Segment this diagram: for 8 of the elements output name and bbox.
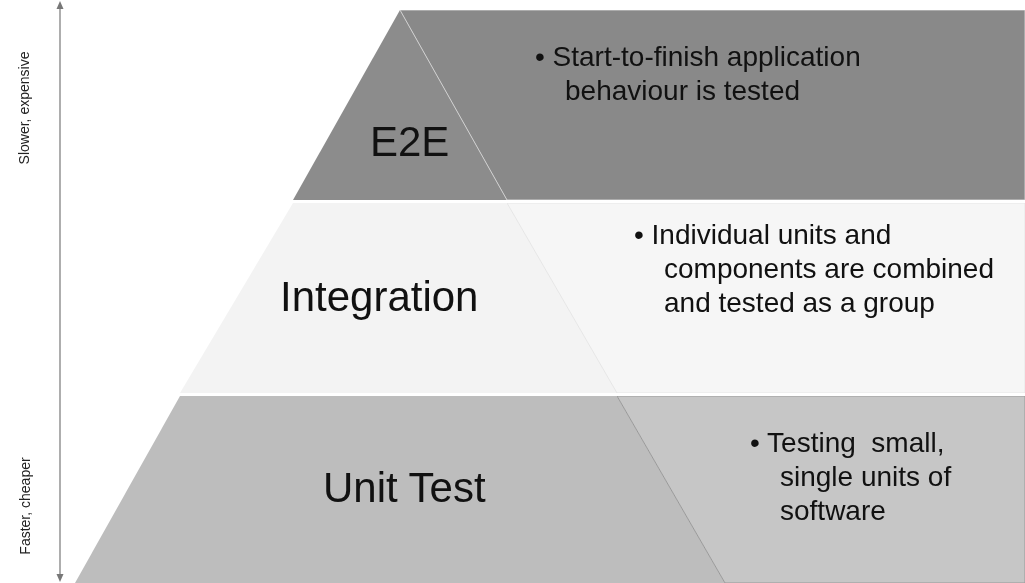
bullet-text: • Testing small, single units of software: [750, 426, 953, 528]
axis-label: Slower, expensive: [16, 51, 33, 165]
bullet-text: • Start-to-finish application behaviour is tested: [535, 40, 862, 108]
bullet-text: • Individual units and components are combined and tested as a group: [634, 218, 994, 320]
tier-label: Unit Test: [323, 464, 486, 512]
tier-label: Integration: [280, 273, 479, 321]
axis-label: Faster, cheaper: [16, 457, 33, 555]
tier-label: E2E: [370, 118, 450, 166]
